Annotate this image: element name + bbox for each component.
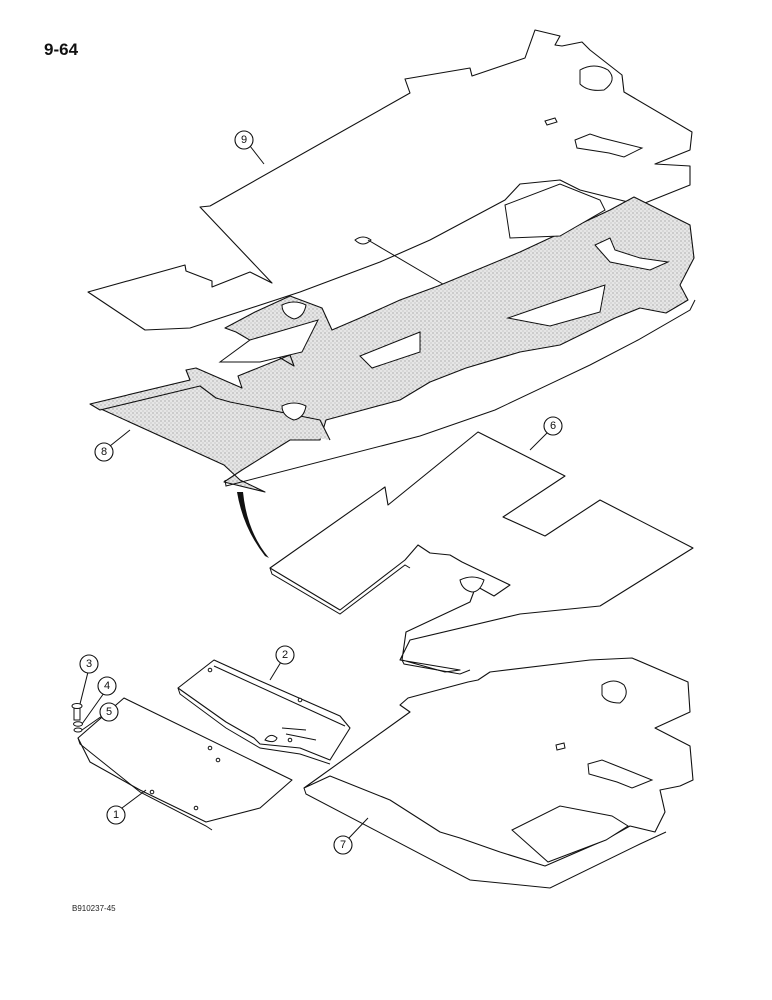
- part-7-floor-mat: [303, 657, 694, 889]
- callout-6-label: 6: [550, 420, 556, 432]
- callout-3-label: 3: [86, 658, 92, 670]
- callout-4-label: 4: [104, 680, 110, 692]
- callout-7: 7: [333, 817, 369, 855]
- callout-2: 2: [269, 645, 295, 681]
- callout-8: 8: [94, 429, 131, 462]
- callout-2-label: 2: [282, 649, 288, 661]
- callout-9-label: 9: [241, 134, 247, 146]
- callout-8-label: 8: [101, 446, 107, 458]
- part-9-floor-mat: [87, 29, 693, 331]
- fastener-stack: [71, 703, 83, 733]
- part-8-floor-mat: [89, 183, 696, 493]
- assembly-arrow: [237, 492, 269, 558]
- callout-6: 6: [529, 416, 563, 451]
- callout-3: 3: [79, 654, 99, 705]
- callout-5: 5: [81, 702, 119, 731]
- callout-9: 9: [234, 130, 265, 165]
- part-1-plate: [77, 697, 293, 831]
- page-number: 9-64: [44, 40, 79, 59]
- part-6-floor-panel: [269, 431, 694, 675]
- callout-1-label: 1: [113, 809, 119, 821]
- figure-code: B910237-45: [72, 904, 116, 913]
- part-2-plate: [177, 659, 351, 765]
- callout-4: 4: [81, 676, 117, 725]
- callout-7-label: 7: [340, 839, 346, 851]
- callout-1: 1: [106, 789, 147, 825]
- callout-5-label: 5: [106, 706, 112, 718]
